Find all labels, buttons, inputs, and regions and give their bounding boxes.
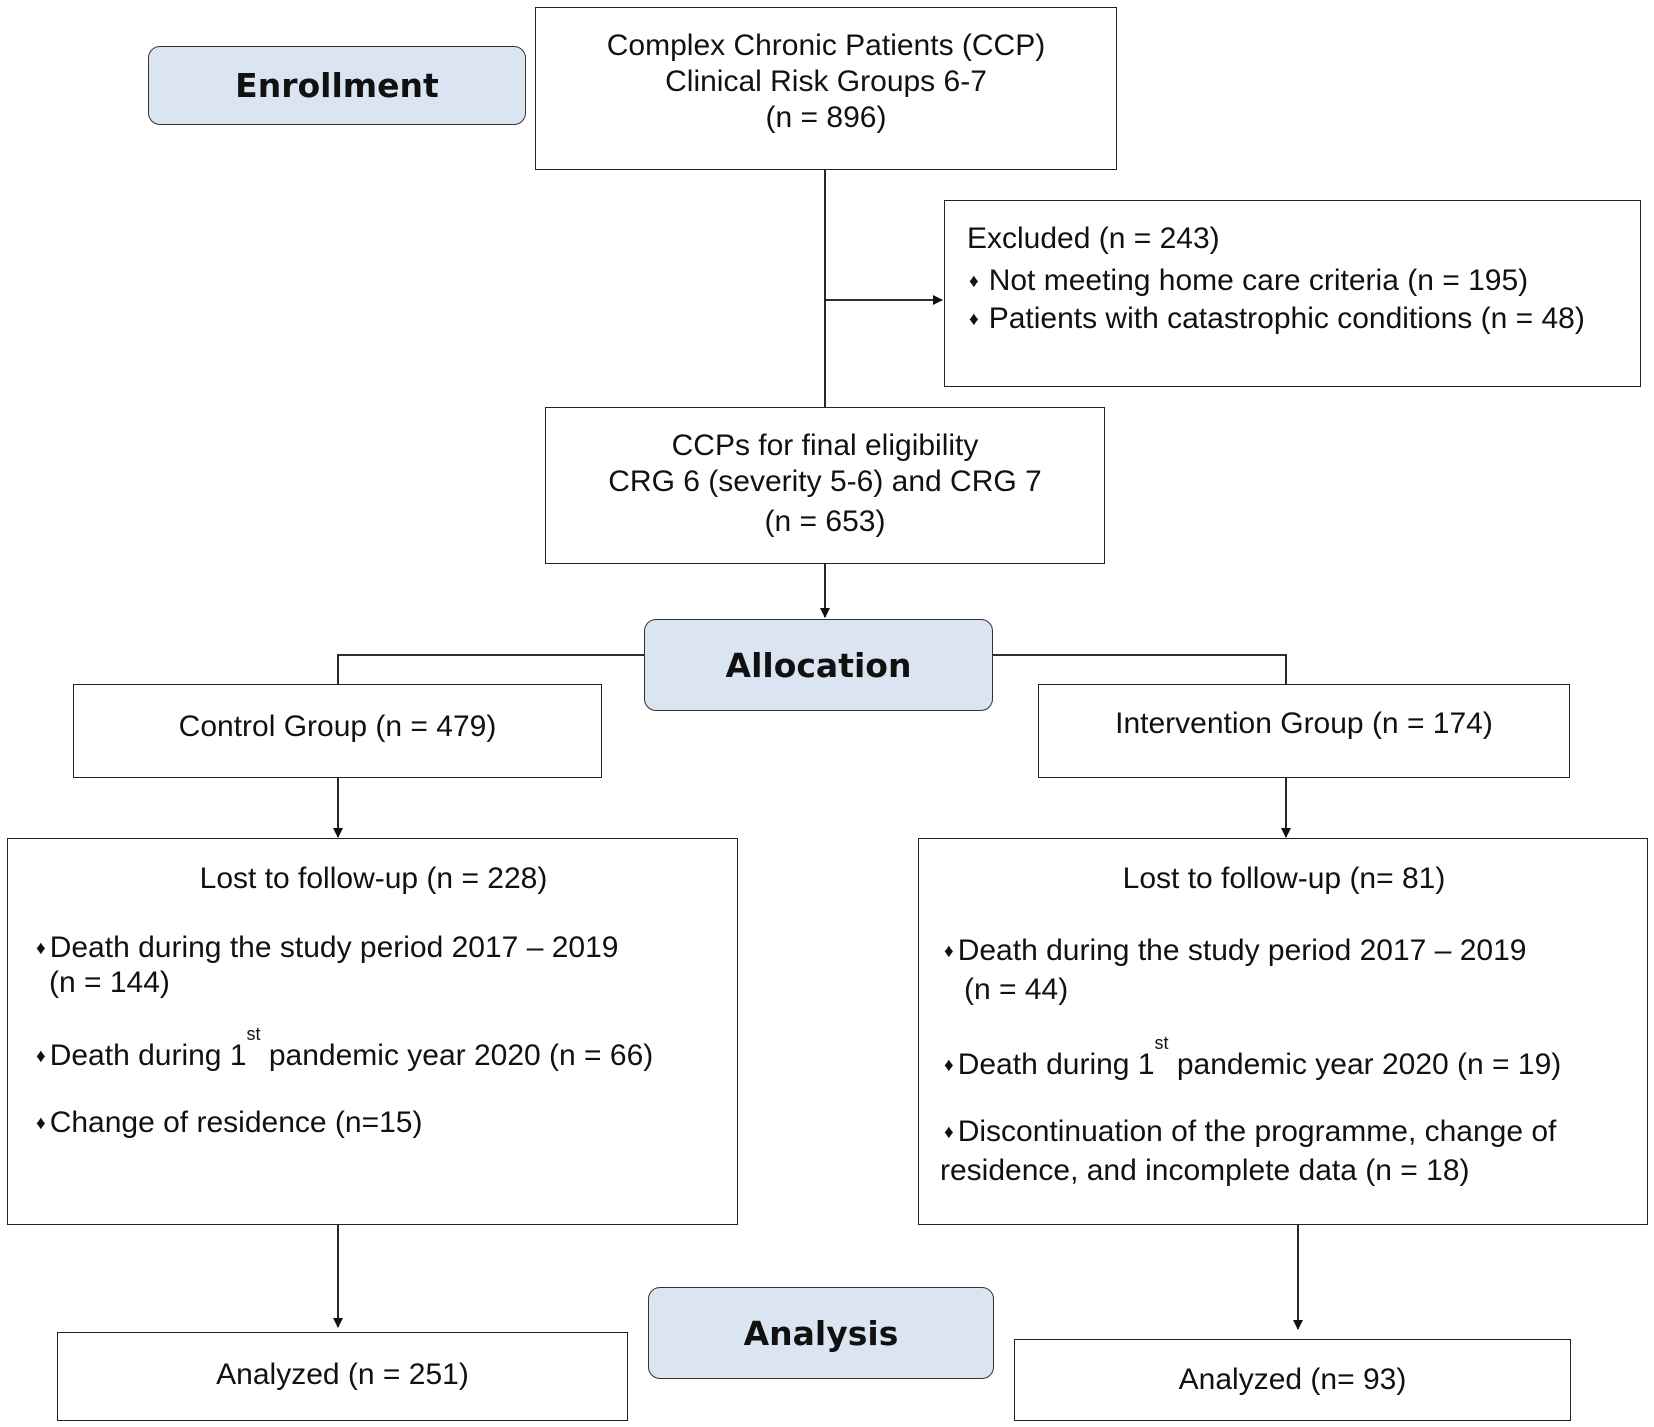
bullet-icon: ♦ — [944, 1122, 954, 1143]
control-death-study-count: (n = 144) — [49, 966, 170, 999]
enrollment-stage-label: Enrollment — [148, 46, 526, 125]
line-allocation-to-control — [337, 654, 644, 684]
control-analyzed-label: Analyzed (n = 251) — [216, 1358, 469, 1391]
intervention-lost-title: Lost to follow-up (n= 81) — [1122, 862, 1446, 895]
ccp-title: Complex Chronic Patients (CCP) — [606, 29, 1046, 62]
control-lost-box: Lost to follow-up (n = 228) ♦Death durin… — [7, 838, 738, 1225]
intervention-discontinuation: ♦Discontinuation of the programme, chang… — [944, 1115, 1557, 1148]
analysis-stage-label: Analysis — [648, 1287, 994, 1379]
control-death-pandemic: ♦Death during 1st pandemic year 2020 (n … — [36, 1024, 654, 1072]
bullet-icon: ♦ — [969, 309, 979, 330]
intervention-group-label: Intervention Group (n = 174) — [1115, 707, 1493, 740]
bullet-icon: ♦ — [36, 1046, 46, 1067]
intervention-death-pandemic: ♦Death during 1st pandemic year 2020 (n … — [944, 1033, 1562, 1081]
intervention-group-box: Intervention Group (n = 174) — [1038, 684, 1570, 778]
excluded-item: ♦Not meeting home care criteria (n = 195… — [969, 264, 1529, 297]
intervention-discontinuation-cont: residence, and incomplete data (n = 18) — [940, 1154, 1470, 1187]
bullet-icon: ♦ — [36, 938, 46, 959]
bullet-icon: ♦ — [36, 1113, 46, 1134]
bullet-icon: ♦ — [944, 1055, 954, 1076]
control-analyzed-box: Analyzed (n = 251) — [57, 1332, 628, 1421]
bullet-icon: ♦ — [969, 271, 979, 292]
intervention-analyzed-box: Analyzed (n= 93) — [1014, 1339, 1571, 1421]
control-death-study: ♦Death during the study period 2017 – 20… — [36, 931, 619, 964]
ccp-count: (n = 896) — [765, 101, 887, 134]
eligibility-box: CCPs for final eligibility CRG 6 (severi… — [545, 407, 1105, 564]
excluded-title: Excluded (n = 243) — [967, 222, 1220, 255]
bullet-icon: ♦ — [944, 941, 954, 962]
intervention-death-study-count: (n = 44) — [964, 973, 1069, 1006]
control-lost-title: Lost to follow-up (n = 228) — [199, 862, 548, 895]
excluded-item: ♦Patients with catastrophic conditions (… — [969, 302, 1585, 335]
excluded-box: Excluded (n = 243) ♦Not meeting home car… — [944, 200, 1641, 387]
intervention-lost-box: Lost to follow-up (n= 81) ♦Death during … — [918, 838, 1648, 1225]
analysis-label: Analysis — [743, 1313, 899, 1353]
allocation-label: Allocation — [725, 645, 912, 685]
ccp-total-box: Complex Chronic Patients (CCP) Clinical … — [535, 7, 1117, 170]
allocation-stage-label: Allocation — [644, 619, 993, 711]
control-group-box: Control Group (n = 479) — [73, 684, 602, 778]
eligibility-title: CCPs for final eligibility — [671, 429, 979, 462]
control-residence-change: ♦Change of residence (n=15) — [36, 1106, 423, 1139]
line-allocation-to-intervention — [993, 654, 1287, 684]
control-group-label: Control Group (n = 479) — [178, 710, 497, 743]
intervention-analyzed-label: Analyzed (n= 93) — [1178, 1363, 1407, 1396]
eligibility-criteria: CRG 6 (severity 5-6) and CRG 7 — [608, 465, 1042, 498]
enrollment-label: Enrollment — [235, 66, 439, 105]
eligibility-count: (n = 653) — [764, 505, 886, 538]
ccp-subtitle: Clinical Risk Groups 6-7 — [665, 65, 987, 98]
intervention-death-study: ♦Death during the study period 2017 – 20… — [944, 934, 1527, 967]
